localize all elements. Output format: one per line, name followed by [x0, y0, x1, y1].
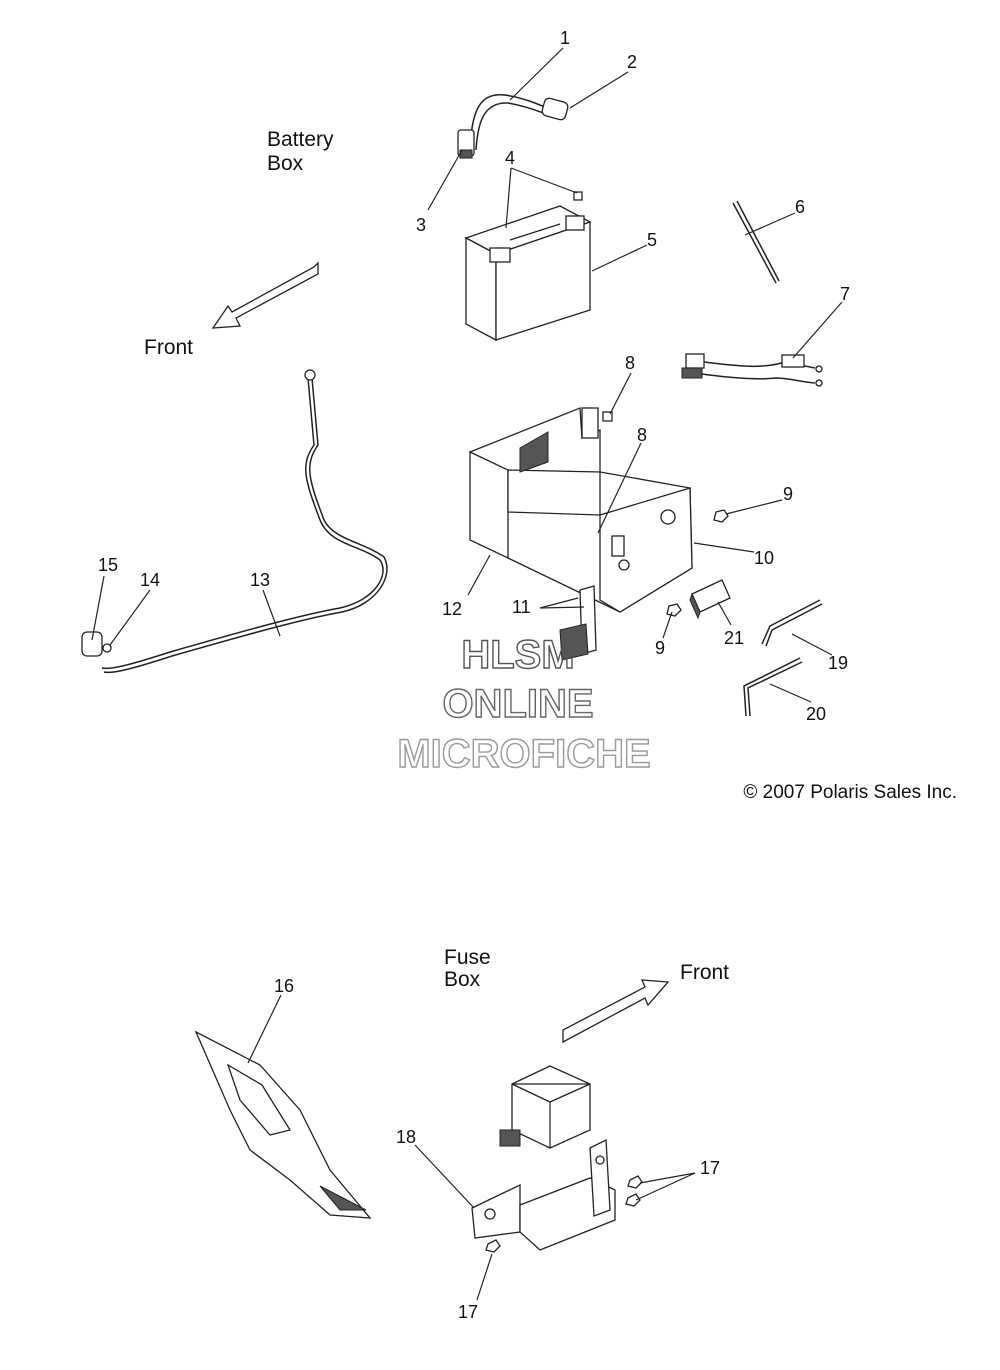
front-label-top: Front	[144, 336, 193, 359]
callout-1: 1	[560, 28, 570, 48]
callout-20: 20	[806, 704, 826, 724]
battery-cable-part	[457, 93, 569, 159]
callout-3: 3	[416, 215, 426, 235]
callout-16: 16	[274, 976, 294, 996]
battery-box-part	[469, 407, 693, 613]
watermark: HLSM ONLINE MICROFICHE	[397, 632, 652, 776]
watermark-line2: ONLINE	[442, 682, 593, 726]
fuse-box-cover-part	[194, 1030, 372, 1219]
hex-wrench-part	[743, 657, 803, 717]
negative-cable-part	[81, 369, 388, 674]
callout-numbers: 1 2 3 4 5 6 7 8 8 9 9 10 11 12 13 14 15 …	[98, 28, 850, 1322]
callout-8a: 8	[625, 353, 635, 373]
copyright-notice: © 2007 Polaris Sales Inc.	[743, 782, 957, 803]
callout-7: 7	[840, 284, 850, 304]
nut-part	[666, 509, 729, 617]
callout-10: 10	[754, 548, 774, 568]
fuse-bracket-part	[471, 1138, 616, 1251]
callout-12: 12	[442, 599, 462, 619]
fuse-box-part	[499, 1065, 591, 1149]
battery-strap-part	[732, 200, 780, 284]
hex-key-part	[761, 599, 823, 647]
fuse-screw-part	[485, 1175, 643, 1253]
fuse-box-title-line2: Box	[444, 968, 481, 991]
callout-18: 18	[396, 1127, 416, 1147]
front-label-bottom: Front	[680, 961, 729, 984]
callout-17b: 17	[458, 1302, 478, 1322]
front-arrow-bottom	[562, 979, 670, 1044]
callout-14: 14	[140, 570, 160, 590]
callout-9a: 9	[783, 484, 793, 504]
leader-lines	[91, 47, 843, 1301]
watermark-line1: HLSM	[461, 633, 574, 677]
callout-13: 13	[250, 570, 270, 590]
battery-part	[464, 205, 592, 342]
callout-2: 2	[627, 52, 637, 72]
callout-17a: 17	[700, 1158, 720, 1178]
battery-box-title-line1: Battery	[267, 128, 334, 151]
callout-5: 5	[647, 230, 657, 250]
callout-9b: 9	[655, 638, 665, 658]
callout-21: 21	[724, 628, 744, 648]
callout-19: 19	[828, 653, 848, 673]
callout-15: 15	[98, 555, 118, 575]
bracket-part	[559, 585, 597, 661]
battery-box-title-line2: Box	[267, 152, 304, 175]
relay-part	[689, 579, 731, 620]
callout-6: 6	[795, 197, 805, 217]
harness-part	[681, 353, 823, 387]
callout-4: 4	[505, 148, 515, 168]
front-arrow-top	[211, 261, 319, 329]
callout-8b: 8	[637, 425, 647, 445]
callout-11: 11	[512, 597, 531, 617]
watermark-line3: MICROFICHE	[397, 732, 650, 776]
fuse-box-title-line1: Fuse	[444, 946, 491, 969]
